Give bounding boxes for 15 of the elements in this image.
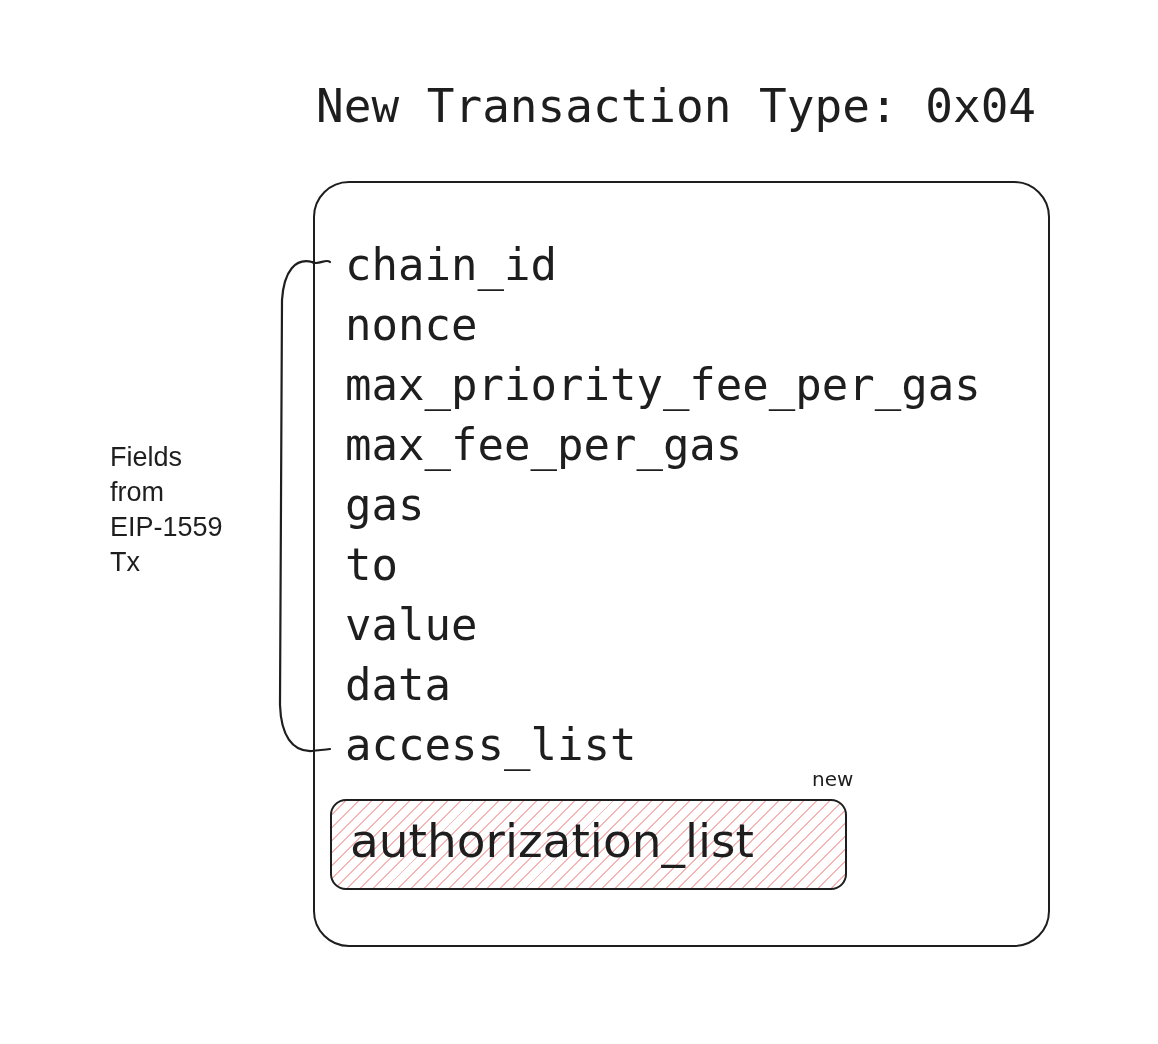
side-note: Fields from EIP-1559 Tx [110,441,224,579]
field-name: gas [345,478,425,532]
note-text: new [812,767,854,791]
record-box [313,181,1050,947]
field-name: value [345,598,478,652]
field-name: chain_id [345,238,557,293]
field-name: access_list [345,718,637,773]
field-name: data [345,658,451,712]
field-name: authorization_list [350,813,754,869]
field-name: to [345,538,398,592]
field-name: nonce [345,298,478,352]
field-name: max_priority_fee_per_gas [345,358,981,413]
field-name: max_fee_per_gas [345,418,743,473]
diagram-title: New Transaction Type: 0x04 [316,78,1037,134]
highlighted-field-box [330,799,847,890]
